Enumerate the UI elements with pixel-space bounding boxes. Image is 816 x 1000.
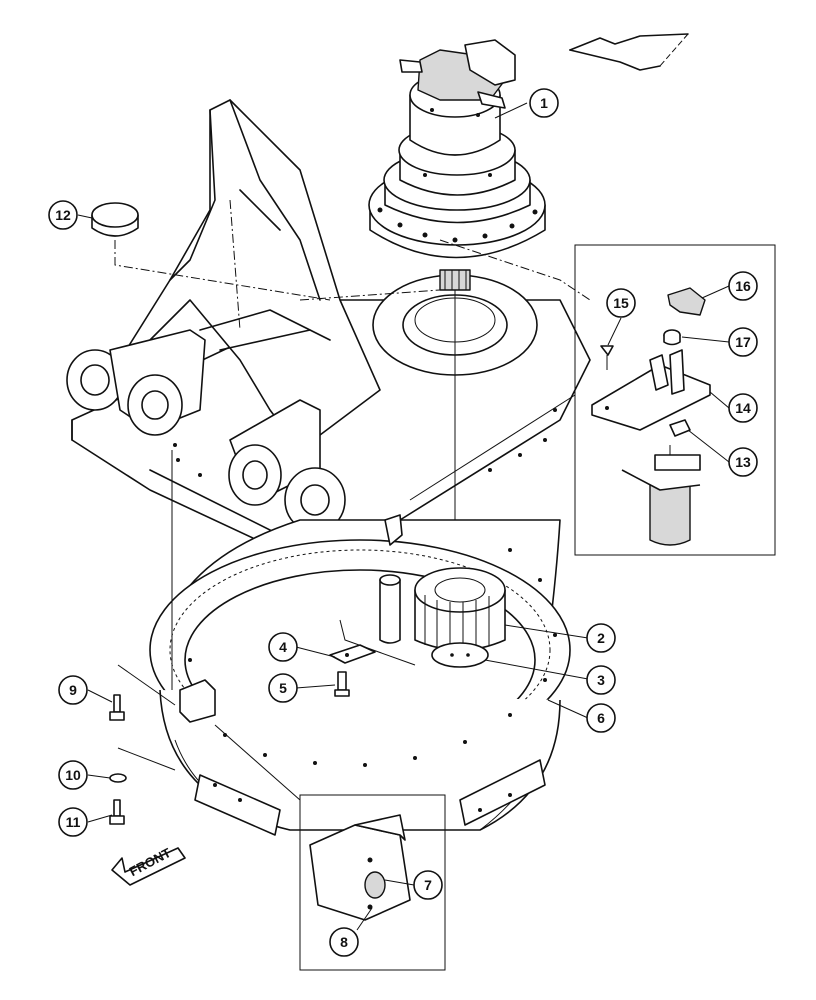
- callout-9: 9: [58, 675, 88, 705]
- callout-leaders: [77, 102, 730, 931]
- callout-1-label: 1: [540, 95, 548, 111]
- callout-17: 17: [728, 327, 758, 357]
- leader-9: [117, 664, 176, 706]
- callout-2-label: 2: [597, 630, 605, 646]
- callout-4: 4: [268, 632, 298, 662]
- callout-2: 2: [586, 623, 616, 653]
- swing-lock-pin: [379, 514, 403, 644]
- bearing-bolt-holes: [188, 548, 557, 812]
- callout-12: 12: [48, 200, 78, 230]
- callout-15-label: 15: [613, 295, 629, 311]
- callout-11-label: 11: [66, 814, 81, 830]
- callout-17-label: 17: [735, 334, 751, 350]
- callout-11: 11: [58, 807, 88, 837]
- callout-7-label: 7: [424, 877, 432, 893]
- bolt-9: [109, 694, 125, 721]
- callout-16: 16: [728, 271, 758, 301]
- pinion-washer: [431, 642, 489, 668]
- swing-motor: [368, 39, 546, 291]
- swing-bearing: [149, 519, 571, 836]
- callout-3: 3: [586, 665, 616, 695]
- callout-14-label: 14: [735, 400, 751, 416]
- washer-10: [109, 773, 127, 783]
- callout-10: 10: [58, 760, 88, 790]
- callout-14: 14: [728, 393, 758, 423]
- lock-plate-bolt: [334, 671, 350, 697]
- pinion-gear: [414, 567, 506, 652]
- callout-1: 1: [529, 88, 559, 118]
- callout-13-label: 13: [735, 454, 751, 470]
- callout-8: 8: [329, 927, 359, 957]
- callout-6-label: 6: [597, 710, 605, 726]
- lock-plate: [329, 644, 376, 664]
- reference-sketch: [569, 33, 689, 71]
- detail-link-line-2: [214, 724, 301, 801]
- detail-link-line: [409, 394, 576, 501]
- callout-13: 13: [728, 447, 758, 477]
- callout-15: 15: [606, 288, 636, 318]
- callout-5: 5: [268, 673, 298, 703]
- gearbox-bolts: [377, 108, 538, 243]
- plate-guide-line: [339, 619, 416, 666]
- callout-7: 7: [413, 870, 443, 900]
- cap-12: [91, 202, 139, 237]
- callout-6: 6: [586, 703, 616, 733]
- assembly-lines: [229, 199, 591, 331]
- callout-12-label: 12: [55, 207, 71, 223]
- callout-16-label: 16: [735, 278, 751, 294]
- callout-10-label: 10: [65, 767, 81, 783]
- callout-3-label: 3: [597, 672, 605, 688]
- callout-9-label: 9: [69, 682, 77, 698]
- callout-5-label: 5: [279, 680, 287, 696]
- stopper-block: [179, 679, 216, 723]
- callout-4-label: 4: [279, 639, 287, 655]
- detail-box-stopper: [299, 794, 446, 971]
- detail-box-sensor: [574, 244, 776, 556]
- boom-foot-bosses: [66, 329, 346, 533]
- bolt-11: [109, 799, 125, 825]
- front-arrow: FRONT: [111, 845, 186, 886]
- callout-8-label: 8: [340, 934, 348, 950]
- leader-10: [117, 747, 176, 771]
- cap-line: [114, 240, 331, 301]
